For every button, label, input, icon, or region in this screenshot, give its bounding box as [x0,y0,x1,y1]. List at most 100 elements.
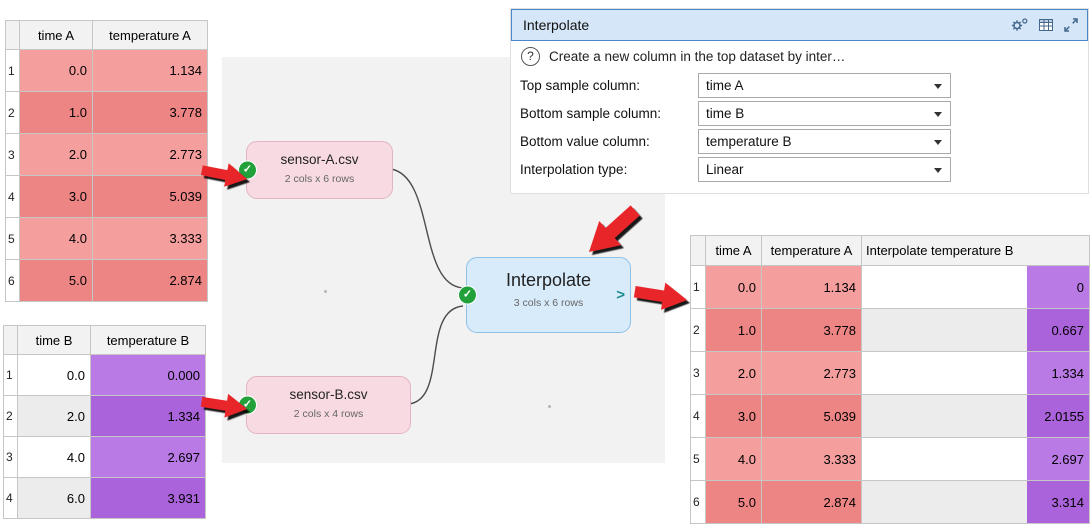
row-number-cell[interactable]: 3 [690,351,706,395]
data-cell[interactable]: 0.0 [705,265,762,309]
field-row-interpolation-type: Interpolation type: Linear [511,155,1088,183]
data-cell[interactable]: 4.0 [19,217,93,260]
column-header[interactable]: time A [705,235,762,266]
header-row: time A temperature A [5,20,208,50]
table-row[interactable]: 2 2.0 1.334 [3,395,206,437]
column-header[interactable]: temperature A [92,20,208,50]
data-cell[interactable]: 6.0 [17,477,91,519]
corner-cell [3,325,18,355]
top-sample-column-select[interactable]: time A [698,73,951,98]
table-row[interactable]: 3 2.0 2.773 1.334 [690,351,1090,395]
data-cell[interactable]: 3.0 [705,394,762,438]
data-cell[interactable]: 2.697 [861,437,1090,481]
data-cell[interactable]: 1.334 [90,395,206,437]
row-number-cell[interactable]: 4 [3,477,18,519]
data-cell[interactable]: 1.0 [19,91,93,134]
table-row[interactable]: 1 0.0 1.134 0 [690,265,1090,309]
table-view-icon[interactable] [1038,17,1054,33]
node-sensor-b-csv[interactable]: ✓ sensor-B.csv 2 cols x 4 rows [239,376,411,434]
data-cell[interactable]: 2.773 [761,351,862,395]
data-cell[interactable]: 2.0 [705,351,762,395]
data-cell[interactable]: 2.0 [19,133,93,176]
data-cell[interactable]: 3.931 [90,477,206,519]
data-cell[interactable]: 2.697 [90,436,206,478]
node-sensor-a-csv[interactable]: ✓ sensor-A.csv 2 cols x 6 rows [239,141,393,199]
table-row[interactable]: 6 5.0 2.874 [5,259,208,302]
interpolation-type-select[interactable]: Linear [698,157,951,182]
data-cell[interactable]: 5.0 [19,259,93,302]
column-header[interactable]: temperature B [90,325,206,355]
success-check-icon: ✓ [239,161,256,179]
row-number-cell[interactable]: 4 [690,394,706,438]
data-cell[interactable]: 4.0 [17,436,91,478]
data-cell[interactable]: 1.334 [861,351,1090,395]
data-cell[interactable]: 0.667 [861,308,1090,352]
column-header[interactable]: time A [19,20,93,50]
data-cell[interactable]: 3.333 [761,437,862,481]
success-check-icon: ✓ [239,396,256,414]
corner-cell [5,20,20,50]
data-cell[interactable]: 2.773 [92,133,208,176]
table-row[interactable]: 4 3.0 5.039 [5,175,208,218]
data-cell[interactable]: 1.134 [92,49,208,92]
table-row[interactable]: 4 3.0 5.039 2.0155 [690,394,1090,438]
data-cell[interactable]: 3.778 [92,91,208,134]
column-header[interactable]: Interpolate temperature B [861,235,1090,266]
row-number-cell[interactable]: 1 [690,265,706,309]
help-icon[interactable]: ? [521,46,540,66]
table-row[interactable]: 4 6.0 3.931 [3,477,206,519]
options-gear-icon[interactable] [1010,17,1029,33]
table-row[interactable]: 1 0.0 1.134 [5,49,208,92]
row-number-cell[interactable]: 1 [3,354,18,396]
row-number-cell[interactable]: 4 [5,175,20,218]
table-row[interactable]: 2 1.0 3.778 0.667 [690,308,1090,352]
table-row[interactable]: 2 1.0 3.778 [5,91,208,134]
row-number-cell[interactable]: 5 [5,217,20,260]
selected-value: time A [706,78,744,93]
row-number-cell[interactable]: 2 [3,395,18,437]
table-row[interactable]: 6 5.0 2.874 3.314 [690,480,1090,524]
table-row[interactable]: 5 4.0 3.333 [5,217,208,260]
data-cell[interactable]: 3.333 [92,217,208,260]
data-cell[interactable]: 0.000 [90,354,206,396]
bottom-value-column-select[interactable]: temperature B [698,129,951,154]
table-row[interactable]: 3 2.0 2.773 [5,133,208,176]
data-cell[interactable]: 1.134 [761,265,862,309]
output-connector-handle[interactable]: > [616,286,625,304]
expand-icon[interactable] [1063,17,1079,33]
row-number-cell[interactable]: 2 [690,308,706,352]
data-cell[interactable]: 2.874 [761,480,862,524]
data-cell[interactable]: 2.874 [92,259,208,302]
node-title: sensor-A.csv [280,152,359,167]
row-number-cell[interactable]: 2 [5,91,20,134]
data-cell[interactable]: 1.0 [705,308,762,352]
column-header[interactable]: time B [17,325,91,355]
data-cell[interactable]: 0.0 [19,49,93,92]
table-row[interactable]: 1 0.0 0.000 [3,354,206,396]
data-cell[interactable]: 3.0 [19,175,93,218]
data-cell[interactable]: 2.0155 [861,394,1090,438]
data-cell[interactable]: 3.778 [761,308,862,352]
data-cell[interactable]: 5.0 [705,480,762,524]
data-cell[interactable]: 0 [861,265,1090,309]
row-number-cell[interactable]: 3 [5,133,20,176]
data-cell[interactable]: 2.0 [17,395,91,437]
row-number-cell[interactable]: 6 [5,259,20,302]
table-row[interactable]: 5 4.0 3.333 2.697 [690,437,1090,481]
row-number-cell[interactable]: 3 [3,436,18,478]
row-number-cell[interactable]: 1 [5,49,20,92]
bottom-sample-column-select[interactable]: time B [698,101,951,126]
field-label: Top sample column: [520,77,641,93]
column-header[interactable]: temperature A [761,235,862,266]
row-number-cell[interactable]: 6 [690,480,706,524]
node-interpolate[interactable]: ✓ Interpolate 3 cols x 6 rows > [459,257,631,333]
table-row[interactable]: 3 4.0 2.697 [3,436,206,478]
data-cell[interactable]: 5.039 [92,175,208,218]
data-cell[interactable]: 0.0 [17,354,91,396]
data-cell[interactable]: 5.039 [761,394,862,438]
data-cell[interactable]: 4.0 [705,437,762,481]
data-cell[interactable]: 3.314 [861,480,1090,524]
row-number-cell[interactable]: 5 [690,437,706,481]
dialog-titlebar[interactable]: Interpolate [511,9,1088,41]
corner-cell [690,235,706,266]
